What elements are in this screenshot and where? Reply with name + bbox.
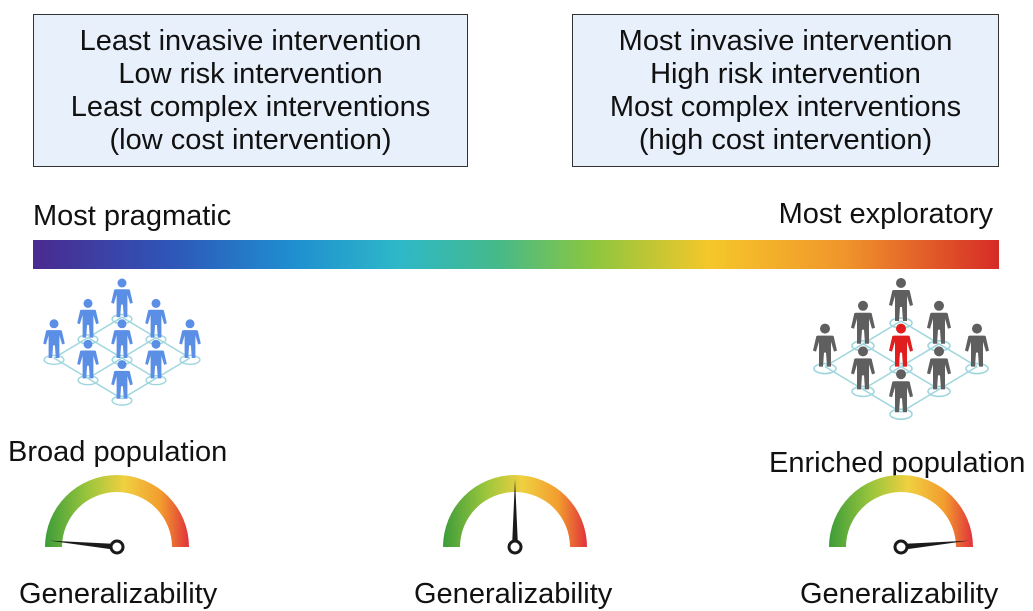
enriched-population-label: Enriched population [769, 447, 1026, 479]
person-icon [43, 319, 65, 366]
person-icon [889, 369, 913, 420]
left-box-line-4: (low cost intervention) [109, 123, 392, 156]
generalizability-high-gauge-icon [829, 475, 973, 555]
person-icon [111, 278, 133, 325]
most-exploratory-label: Most exploratory [778, 198, 993, 230]
left-box-line-2: Low risk intervention [118, 57, 383, 90]
person-icon [851, 300, 875, 352]
gauge-needle [49, 540, 118, 550]
person-icon [813, 323, 837, 375]
gauge-needle [512, 479, 518, 547]
least-invasive-box: Least invasive intervention Low risk int… [33, 14, 468, 167]
person-icon [927, 300, 951, 352]
gauge-arc [45, 475, 189, 547]
person-icon [927, 346, 951, 398]
most-pragmatic-label: Most pragmatic [33, 200, 232, 232]
person-icon [77, 339, 99, 386]
pragmatic-exploratory-spectrum-bar [33, 240, 999, 269]
broad-population-label: Broad population [8, 436, 228, 468]
gauge-needle [900, 540, 969, 550]
network-links [53, 316, 191, 400]
person-icon [111, 360, 133, 406]
highlighted-person-icon [889, 323, 913, 375]
right-box-line-4: (high cost intervention) [638, 123, 933, 156]
network-links [824, 320, 978, 413]
person-icon [965, 323, 989, 375]
broad-population-network-icon [43, 278, 201, 406]
generalizability-label-medium: Generalizability [414, 578, 613, 610]
right-box-line-2: High risk intervention [650, 57, 921, 90]
right-box-line-1: Most invasive intervention [618, 24, 953, 57]
generalizability-low-gauge-icon [45, 475, 189, 555]
person-icon [889, 278, 913, 329]
left-box-line-1: Least invasive intervention [79, 24, 422, 57]
person-icon [179, 319, 201, 366]
person-icon [145, 339, 167, 386]
generalizability-label-high: Generalizability [800, 578, 999, 610]
gauge-arc [829, 475, 973, 547]
person-icon [851, 346, 875, 398]
generalizability-label-low: Generalizability [19, 578, 218, 610]
left-box-line-3: Least complex interventions [70, 90, 431, 123]
most-invasive-box: Most invasive intervention High risk int… [572, 14, 999, 167]
right-box-line-3: Most complex interventions [609, 90, 962, 123]
enriched-population-network-icon [813, 278, 989, 420]
generalizability-medium-gauge-icon [443, 475, 587, 555]
gauge-arc [443, 475, 587, 547]
